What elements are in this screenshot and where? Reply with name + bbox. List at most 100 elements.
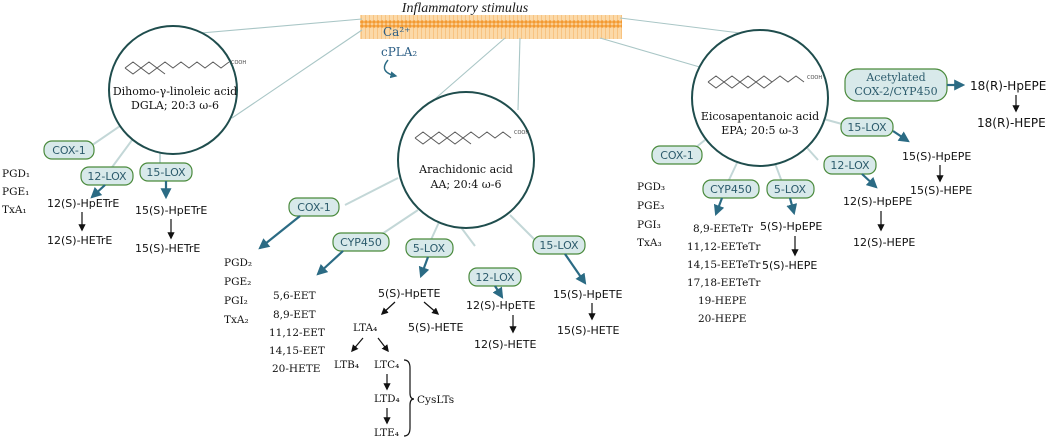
aa-5lox-hete: 5(S)-HETE xyxy=(408,321,463,334)
aa-cox1-product: PGI₂ xyxy=(224,295,248,307)
aa-15lox-label: 15-LOX xyxy=(539,239,579,252)
aa-lte4: LTE₄ xyxy=(374,427,399,439)
cpla2-label: cPLA₂ xyxy=(381,45,417,59)
aa-cox1-enzyme xyxy=(288,197,340,217)
epa-cyp450-product: 8,9-EETeTr xyxy=(693,223,754,235)
epa-name: Eicosapentanoic acid xyxy=(701,110,819,123)
aa-abbr: AA; 20:4 ω-6 xyxy=(430,178,502,191)
aa-5lox-enzyme xyxy=(405,238,454,258)
dgla-12lox-label: 12-LOX xyxy=(87,170,127,183)
epa-cyp450-product: 14,15-EETeTr xyxy=(687,259,761,271)
membrane-connectors xyxy=(177,17,757,119)
aa-cyslts-bracket xyxy=(403,359,415,437)
aa-cyp450-arrow xyxy=(316,250,344,276)
epa-15lox-arrow xyxy=(892,130,910,143)
epa-cox1-product: TxA₃ xyxy=(637,237,662,249)
aa-lta4: LTA₄ xyxy=(353,322,377,334)
aa-cyp450-product: 11,12-EET xyxy=(269,327,325,339)
epa-15lox-label: 15-LOX xyxy=(847,121,887,134)
epa-15lox-product1: 15(S)-HpEPE xyxy=(902,150,971,163)
dgla-15lox-product2: 15(S)-HETrE xyxy=(135,242,200,255)
epa-12lox-label: 12-LOX xyxy=(830,159,870,172)
dgla-12lox-arrow xyxy=(90,184,106,199)
epa-cyp450-product: 11,12-EETeTr xyxy=(687,241,761,253)
dgla-cox1-product: PGD₁ xyxy=(2,168,30,180)
aa-cox1-arrow xyxy=(258,215,301,250)
aa-ltc4: LTC₄ xyxy=(374,359,399,371)
epa-cox1-product: PGI₃ xyxy=(637,219,661,231)
epa-cyp450-label: CYP450 xyxy=(710,183,752,196)
epa-group: COOH Eicosapentanoic acid EPA; 20:5 ω-3 … xyxy=(637,29,1046,325)
dgla-name: Dihomo-γ-linoleic acid xyxy=(113,85,237,98)
dgla-cox1-product: PGE₁ xyxy=(2,186,29,198)
epa-cox1-enzyme xyxy=(651,145,703,165)
dgla-12lox-product1: 12(S)-HpETrE xyxy=(47,197,119,210)
epa-cyp450-product: 17,18-EETeTr xyxy=(687,277,761,289)
epa-structure xyxy=(707,75,805,89)
epa-5lox-product1: 5(S)-HpEPE xyxy=(760,220,822,233)
aa-group: COOH Arachidonic acid AA; 20:4 ω-6 COX-1… xyxy=(224,91,622,439)
aa-15lox-product2: 15(S)-HETE xyxy=(557,324,619,337)
aa-cyp450-product: 5,6-EET xyxy=(273,290,316,302)
aa-cyslts-label: CysLTs xyxy=(417,394,454,406)
aa-lta4-to-ltb4-arrow xyxy=(351,337,364,353)
epa-5lox-arrow xyxy=(786,197,798,216)
aa-12lox-arrow xyxy=(492,285,504,299)
aa-12lox-label: 12-LOX xyxy=(475,271,515,284)
epa-12lox-arrow xyxy=(861,173,878,189)
dgla-cox1-label: COX-1 xyxy=(52,144,86,157)
dgla-cox1-enzyme xyxy=(43,140,95,160)
aa-structure xyxy=(414,131,512,145)
aa-cyp450-product: 14,15-EET xyxy=(269,345,325,357)
aa-cyp450-enzyme xyxy=(332,232,390,252)
aa-15lox-product1: 15(S)-HpETE xyxy=(553,288,622,301)
aa-5lox-arrow xyxy=(418,256,430,279)
epa-cox1-product: PGD₃ xyxy=(637,181,665,193)
diagram-title: Inflammatory stimulus xyxy=(401,1,529,16)
dgla-abbr: DGLA; 20:3 ω-6 xyxy=(131,99,219,112)
aa-cox1-product: PGD₂ xyxy=(224,257,252,269)
epa-acetylated-product1: 18(R)-HpEPE xyxy=(970,79,1046,93)
aa-cooh: COOH xyxy=(514,130,529,136)
epa-12lox-product2: 12(S)-HEPE xyxy=(853,236,915,249)
cpla2-arrow xyxy=(383,59,398,79)
aa-15lox-enzyme xyxy=(532,235,586,255)
aa-cox1-product: TxA₂ xyxy=(224,314,249,326)
epa-abbr: EPA; 20:5 ω-3 xyxy=(721,124,798,137)
aa-circle xyxy=(397,91,535,229)
epa-5lox-label: 5-LOX xyxy=(774,183,807,196)
dgla-cooh: COOH xyxy=(231,60,246,66)
epa-cox1-product: PGE₃ xyxy=(637,200,664,212)
epa-12lox-product1: 12(S)-HpEPE xyxy=(843,195,912,208)
epa-circle xyxy=(691,29,829,167)
aa-ltd4: LTD₄ xyxy=(374,393,400,405)
epa-15lox-product2: 15(S)-HEPE xyxy=(910,184,972,197)
epa-5lox-product2: 5(S)-HEPE xyxy=(762,259,817,272)
epa-acetylated-line2: COX-2/CYP450 xyxy=(854,85,937,98)
aa-cyp450-product: 8,9-EET xyxy=(273,309,316,321)
dgla-15lox-label: 15-LOX xyxy=(146,166,186,179)
epa-cox1-label: COX-1 xyxy=(660,149,694,162)
aa-5lox-to-lta4-arrow xyxy=(380,301,396,315)
aa-12lox-product2: 12(S)-HETE xyxy=(474,338,536,351)
aa-5lox-hpete: 5(S)-HpETE xyxy=(378,287,440,300)
aa-cox1-product: PGE₂ xyxy=(224,276,251,288)
dgla-cox1-product: TxA₁ xyxy=(2,204,27,216)
epa-cooh: COOH xyxy=(807,75,822,81)
epa-cyp450-product: 19-HEPE xyxy=(698,295,746,307)
epa-acetylated-product2: 18(R)-HEPE xyxy=(977,116,1046,130)
dgla-structure xyxy=(124,61,230,75)
aa-ltb4: LTB₄ xyxy=(334,359,359,371)
dgla-circle xyxy=(108,25,238,155)
dgla-group: COOH Dihomo-γ-linoleic acid DGLA; 20:3 ω… xyxy=(2,25,246,255)
epa-cyp450-arrow xyxy=(713,197,725,217)
aa-name: Arachidonic acid xyxy=(418,163,513,176)
epa-acetylated-line1: Acetylated xyxy=(865,71,925,84)
dgla-15lox-product1: 15(S)-HpETrE xyxy=(135,204,207,217)
aa-cox1-label: COX-1 xyxy=(297,201,331,214)
aa-15lox-arrow xyxy=(564,253,587,285)
aa-cyp450-label: CYP450 xyxy=(340,236,382,249)
epa-cyp450-product: 20-HEPE xyxy=(698,313,746,325)
epa-cyp450-enzyme xyxy=(702,179,760,199)
